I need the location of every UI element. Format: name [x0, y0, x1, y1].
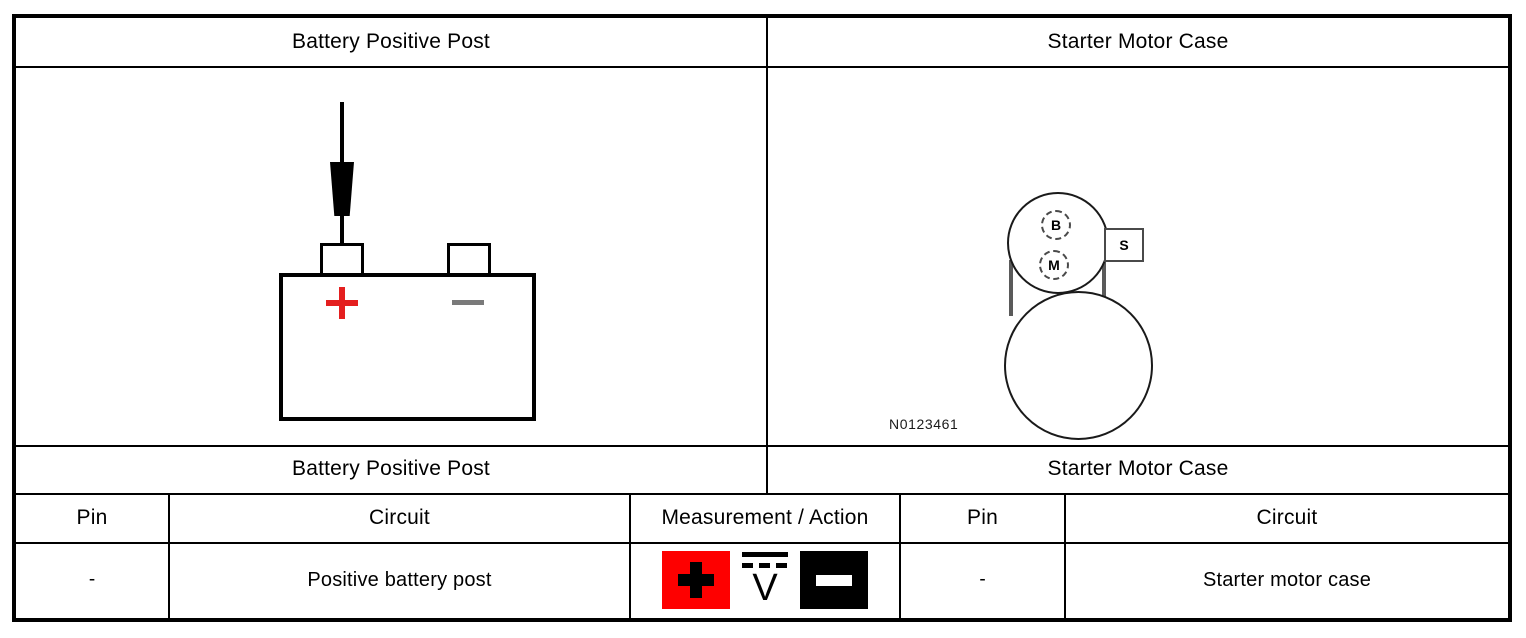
divider-col-right-pin-row: [1064, 542, 1066, 618]
divider-col-right-pin-header: [1064, 493, 1066, 542]
battery-body: [279, 273, 536, 421]
starter-neck-left: [1009, 260, 1013, 316]
terminal-b-icon: B: [1041, 210, 1071, 240]
volt-letter-icon: V: [752, 567, 778, 609]
starter-motor-body: [1004, 291, 1153, 440]
dc-solid-bar-icon: [742, 552, 788, 557]
rule-under-group-headers: [16, 493, 1508, 495]
group-header-left: Battery Positive Post: [292, 457, 490, 480]
cell-left-circuit: Positive battery post: [307, 568, 492, 591]
column-header-left-pin: Pin: [76, 505, 108, 529]
divider-col-measurement-header-right: [899, 493, 901, 542]
cell-right-circuit: Starter motor case: [1202, 568, 1372, 591]
probe-shaft-lower-icon: [340, 214, 344, 250]
divider-illustrations: [766, 66, 768, 445]
battery-illustration: [274, 102, 544, 432]
probe-negative-icon: [800, 551, 868, 609]
battery-minus-mark-icon: [452, 300, 484, 305]
battery-positive-terminal: [320, 243, 364, 275]
group-header-right: Starter Motor Case: [1047, 457, 1229, 480]
dc-dashed-bar-icon: [742, 563, 788, 568]
probe-tip-icon: [330, 162, 354, 216]
column-header-left-circuit: Circuit: [369, 505, 430, 529]
divider-col-measurement-row-right: [899, 542, 901, 618]
divider-col-measurement-header-left: [629, 493, 631, 542]
terminal-m-icon: M: [1039, 250, 1069, 280]
cell-right-pin: -: [979, 569, 986, 590]
divider-col-left-pin-row: [168, 542, 170, 618]
cell-left-pin: -: [88, 569, 96, 590]
starter-motor-illustration: B M S N0123461: [876, 178, 1176, 443]
rule-under-illustrations: [16, 445, 1508, 447]
probe-positive-icon: [662, 551, 730, 609]
divider-col-left-pin-header: [168, 493, 170, 542]
probe-shaft-upper-icon: [340, 102, 344, 164]
column-header-measurement: Measurement / Action: [661, 505, 869, 529]
cell-measurement-symbols: V: [631, 542, 899, 618]
terminal-s-icon: S: [1104, 228, 1144, 262]
reference-code: N0123461: [889, 416, 959, 432]
divider-group-headers: [766, 445, 768, 493]
divider-col-measurement-row-left: [629, 542, 631, 618]
dc-voltage-meter-icon: V: [738, 550, 792, 610]
plus-glyph-icon: [678, 562, 714, 598]
divider-panel-titles: [766, 18, 768, 66]
minus-glyph-icon: [816, 574, 852, 586]
battery-negative-terminal: [447, 243, 491, 275]
panel-title-left: Battery Positive Post: [292, 30, 490, 53]
battery-plus-mark-icon: [326, 287, 358, 319]
column-header-right-pin: Pin: [967, 505, 998, 529]
column-header-right-circuit: Circuit: [1256, 505, 1318, 529]
table-frame: Battery Positive Post Starter Motor Case…: [12, 14, 1512, 622]
rule-under-panel-titles: [16, 66, 1508, 68]
panel-title-right: Starter Motor Case: [1047, 30, 1229, 53]
rule-under-column-headers: [16, 542, 1508, 544]
starter-neck-right: [1102, 260, 1106, 316]
